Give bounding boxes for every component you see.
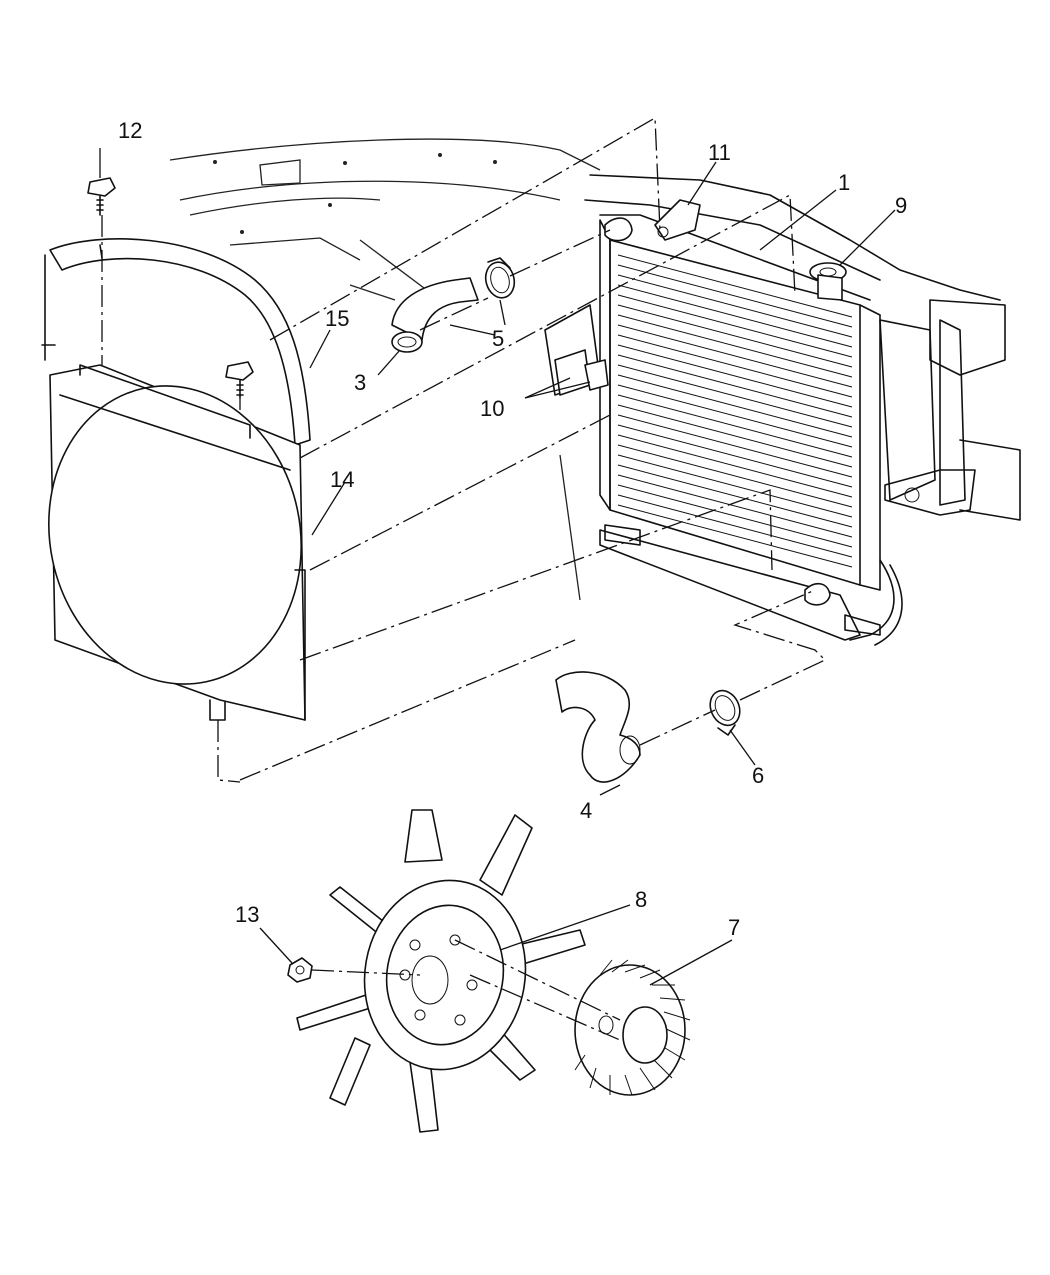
callout-1: 1 bbox=[838, 170, 850, 195]
callout-3: 3 bbox=[354, 370, 366, 395]
assembly-lines bbox=[101, 116, 827, 1041]
callout-10: 10 bbox=[480, 396, 504, 421]
callout-6: 6 bbox=[752, 763, 764, 788]
radiator bbox=[599, 214, 881, 636]
fan-nut bbox=[287, 957, 313, 983]
fan-clutch bbox=[574, 959, 691, 1096]
fan-blade bbox=[296, 809, 586, 1133]
radiator-cap bbox=[809, 262, 847, 301]
callout-15: 15 bbox=[325, 306, 349, 331]
radiator-core-fins bbox=[617, 254, 853, 568]
shroud-bolt-lower bbox=[225, 361, 254, 399]
shroud-bolt-upper bbox=[87, 177, 116, 216]
upper-radiator-mount bbox=[654, 199, 701, 241]
callout-9: 9 bbox=[895, 193, 907, 218]
callout-11: 11 bbox=[708, 140, 731, 165]
lower-hose-clamp bbox=[709, 689, 741, 736]
callout-14: 14 bbox=[330, 467, 354, 492]
callout-7: 7 bbox=[728, 915, 740, 940]
callout-12: 12 bbox=[118, 118, 142, 143]
upper-hose-clamp bbox=[484, 257, 516, 299]
fan-shroud-upper bbox=[41, 238, 311, 446]
leader-lines bbox=[99, 148, 896, 986]
callout-8: 8 bbox=[635, 887, 647, 912]
callout-13: 13 bbox=[235, 902, 259, 927]
callout-labels: 12 11 1 9 15 5 3 10 14 4 6 8 7 13 bbox=[118, 118, 907, 940]
callout-5: 5 bbox=[492, 326, 504, 351]
lower-hose bbox=[555, 671, 641, 783]
fan-shroud-lower bbox=[48, 364, 306, 721]
callout-4: 4 bbox=[580, 798, 592, 823]
upper-hose bbox=[391, 277, 479, 353]
